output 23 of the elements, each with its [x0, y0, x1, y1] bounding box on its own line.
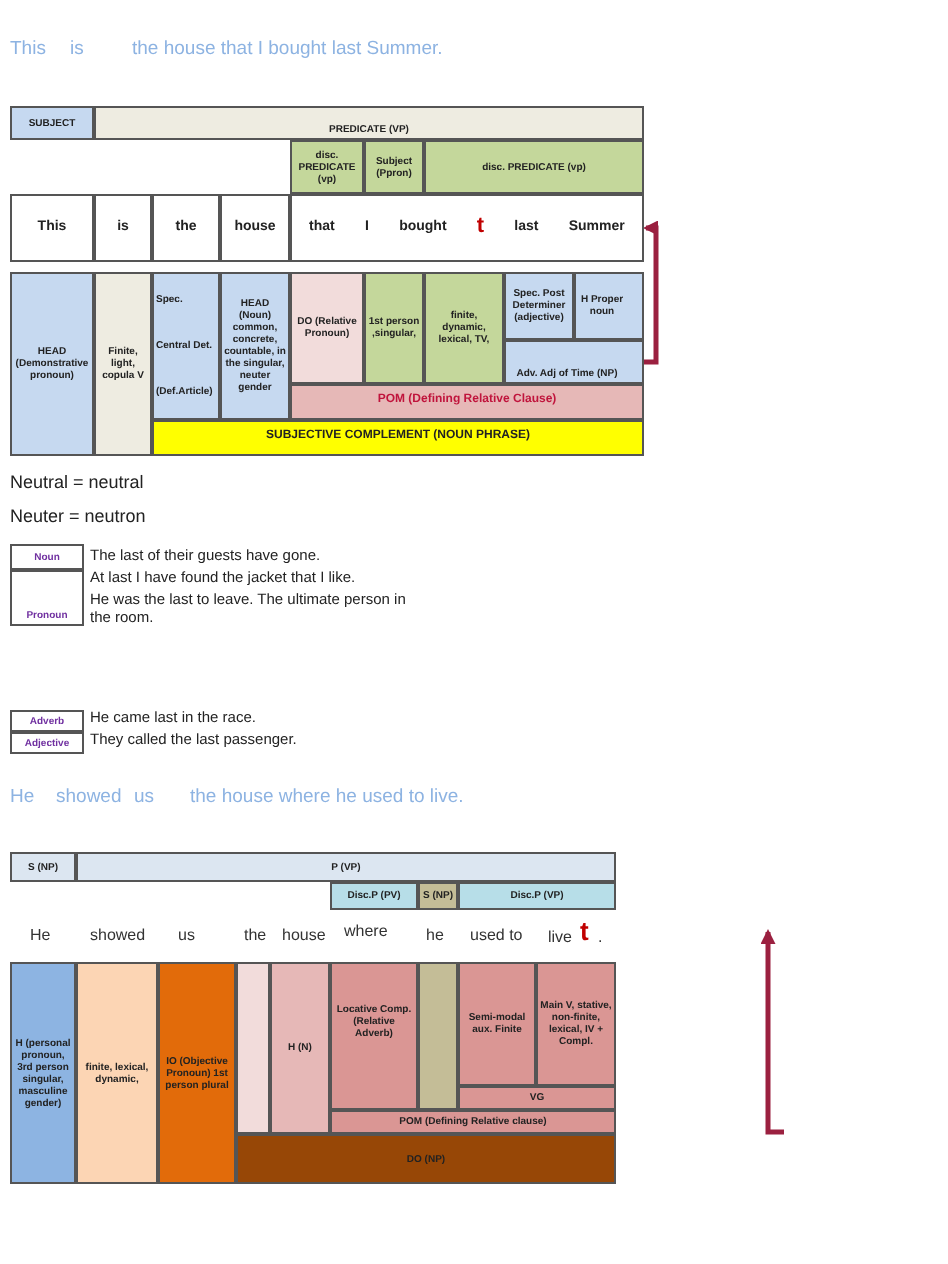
sentence-word: is	[70, 38, 84, 60]
sentence-text: the house that I bought last Summer.	[132, 38, 443, 60]
word-text: used to	[470, 926, 523, 944]
word-text: live	[548, 928, 573, 946]
word-text: He	[30, 926, 51, 944]
empty-cell	[418, 962, 458, 1110]
word-text: showed	[90, 926, 146, 944]
sentence-word: showed	[56, 786, 122, 808]
equation-text: Neuter = neutron	[10, 506, 146, 526]
sentence-word: us	[134, 786, 155, 808]
word-text: he	[426, 926, 444, 944]
word-text: house	[282, 926, 326, 944]
sentence-word: This	[10, 38, 46, 60]
equation-text: Neutral = neutral	[10, 472, 144, 492]
sentence-text: the house where he used to live.	[190, 786, 464, 808]
arrow	[643, 220, 659, 365]
sentence-word: He	[10, 786, 35, 808]
word-text: us	[178, 926, 195, 944]
word-text: where	[344, 922, 388, 940]
word-text: .	[598, 928, 603, 946]
word-text: the	[244, 926, 267, 944]
trace-mark: t	[580, 916, 589, 946]
empty-cell	[236, 962, 270, 1134]
